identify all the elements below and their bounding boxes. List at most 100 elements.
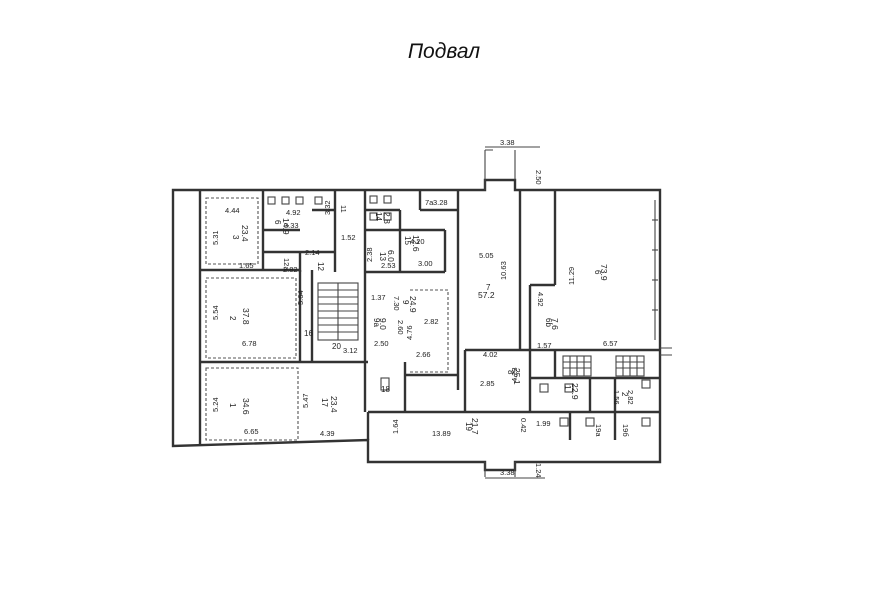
room-9-dim-a: 7.30	[392, 296, 401, 311]
room-6b-id: 6b	[544, 318, 553, 327]
windows-right	[652, 200, 658, 340]
room-3-dim-a: 4.44	[225, 206, 240, 215]
room-2-id: 2	[228, 316, 237, 321]
room-9a-dim-a: 2.60	[396, 320, 405, 335]
bottom-ext-width: 3.38	[500, 468, 515, 477]
room-8-area: 25.1	[512, 368, 522, 385]
room-9-dim-c: 1.37	[371, 293, 386, 302]
room-3-outline	[205, 197, 259, 265]
room-9-area: 24.9	[408, 296, 418, 313]
bottom-extension	[484, 462, 516, 477]
room-14-area: 2.8	[382, 212, 392, 224]
staircase-left	[317, 282, 359, 341]
staircase-right-2	[615, 355, 645, 377]
room-15-dim-b: 3.00	[418, 259, 433, 268]
room-2-area: 37.8	[241, 308, 251, 325]
room-20-id: 20	[332, 342, 341, 351]
room-8-id: 8	[506, 370, 515, 375]
room-7-id: 7	[486, 283, 491, 292]
room-12a-dim: 2.82	[283, 265, 298, 274]
room-6b-area: 7.6	[550, 318, 560, 330]
room-19b-id: 19б	[621, 424, 630, 437]
room-7-dim-b: 10.63	[499, 261, 508, 280]
room-1-dim-b: 6.65	[244, 427, 259, 436]
room-9-dim-e: 2.66	[416, 350, 431, 359]
room-1-dim-a: 5.24	[211, 397, 220, 412]
room-17-id: 17	[320, 398, 329, 407]
room-1-outline	[205, 367, 299, 441]
top-extension	[484, 149, 516, 190]
room-11-dim-a: 3.32	[323, 200, 332, 215]
right-exit	[660, 347, 672, 356]
room-11-id: 11	[339, 205, 348, 213]
room-2-dim-a: 5.54	[211, 305, 220, 320]
room-19-area: 21.7	[470, 418, 480, 435]
room-labels: 3.38 2.50 3.38 1.24 4.44 5.31 3 23.4 1.6…	[211, 138, 635, 478]
room-6top-dim-a: 3.33	[284, 221, 299, 230]
staircase-right-1	[562, 355, 592, 377]
room-17-dim-a: 5.47	[301, 393, 310, 408]
room-6-dim-a: 11.29	[567, 267, 576, 285]
room-17-area: 23.4	[329, 396, 339, 413]
room-3-dim-b: 5.31	[211, 230, 220, 245]
room-8-dim-c: 2.85	[480, 379, 495, 388]
room-13-dim-b: 2.53	[381, 261, 396, 270]
room-1-small-dim: 1.99	[536, 419, 551, 428]
internal-walls	[198, 190, 660, 446]
room-1-area: 34.6	[241, 398, 251, 415]
room-7a-id: 7a	[425, 198, 434, 207]
room-20-dim: 3.12	[343, 346, 358, 355]
room-16-dim: 5.64	[296, 290, 305, 305]
room-15-area: 12.6	[411, 235, 421, 252]
top-ext-height: 2.50	[534, 170, 543, 185]
room-12-dim: 2.14	[305, 248, 320, 257]
room-6b-dim-a: 4.92	[536, 292, 545, 307]
room-19-dim-a: 1.64	[391, 419, 400, 434]
room-2-small-id: 2	[620, 392, 629, 397]
room-1-small-id: 1	[563, 385, 572, 390]
room-8-dim-a: 4.02	[483, 350, 498, 359]
room-19-id: 19	[464, 422, 473, 431]
room-2-small-area: 2.82	[626, 390, 635, 405]
room-1-id: 1	[228, 403, 237, 408]
top-ext-width: 3.38	[500, 138, 515, 147]
room-13-dim-a: 2.38	[365, 247, 374, 262]
room-15-dim-a: 4.20	[410, 237, 425, 246]
room-8-dim-b: 4.23	[510, 367, 519, 382]
wc-fixtures	[267, 195, 651, 427]
room-19-dim-c: 0.42	[519, 418, 528, 433]
room-7a-dim: 3.28	[433, 198, 448, 207]
room-11-dim-b: 1.52	[341, 233, 356, 242]
room-14-id: 14	[374, 212, 383, 221]
room-12a-id: 12a	[282, 258, 291, 271]
bottom-ext-height: 1.24	[534, 463, 543, 478]
room-9-dim-b: 2.82	[424, 317, 439, 326]
room-6-area: 73.9	[599, 264, 609, 281]
room-4-dim: 1.65	[239, 261, 254, 270]
room-2-dim-b: 6.78	[242, 339, 257, 348]
room-9a-area: 9.0	[378, 318, 388, 330]
room-13-area: 6.0	[386, 250, 396, 262]
room-19-dim-b: 13.89	[432, 429, 451, 438]
room-17-dim-b: 4.39	[320, 429, 335, 438]
room-2-outline	[205, 277, 297, 359]
room-7-dim-a: 5.05	[479, 251, 494, 260]
room-3-id: 3	[231, 235, 240, 240]
room-1-small-area: 22.9	[570, 383, 580, 400]
room-12-id: 12	[316, 262, 325, 271]
room-6top-dim-b: 4.92	[286, 208, 301, 217]
room-18-id: 18	[381, 385, 390, 394]
room-3-area: 23.4	[240, 225, 250, 242]
room-9a-id: 9a	[372, 318, 381, 327]
room-6-id: 6	[593, 270, 602, 275]
room-6-dim-b: 6.57	[603, 339, 618, 348]
room-7-area: 57.2	[478, 290, 495, 300]
room-9-id: 9	[401, 300, 410, 305]
room-13-id: 13	[378, 252, 387, 261]
room-9a-dim-b: 2.50	[374, 339, 389, 348]
room-2-small-dim: 1.56	[612, 390, 621, 405]
room-9-dim-d: 4.76	[405, 325, 414, 340]
room-6top-id: 6	[273, 220, 282, 225]
room-6top-area: 14.9	[281, 218, 291, 235]
